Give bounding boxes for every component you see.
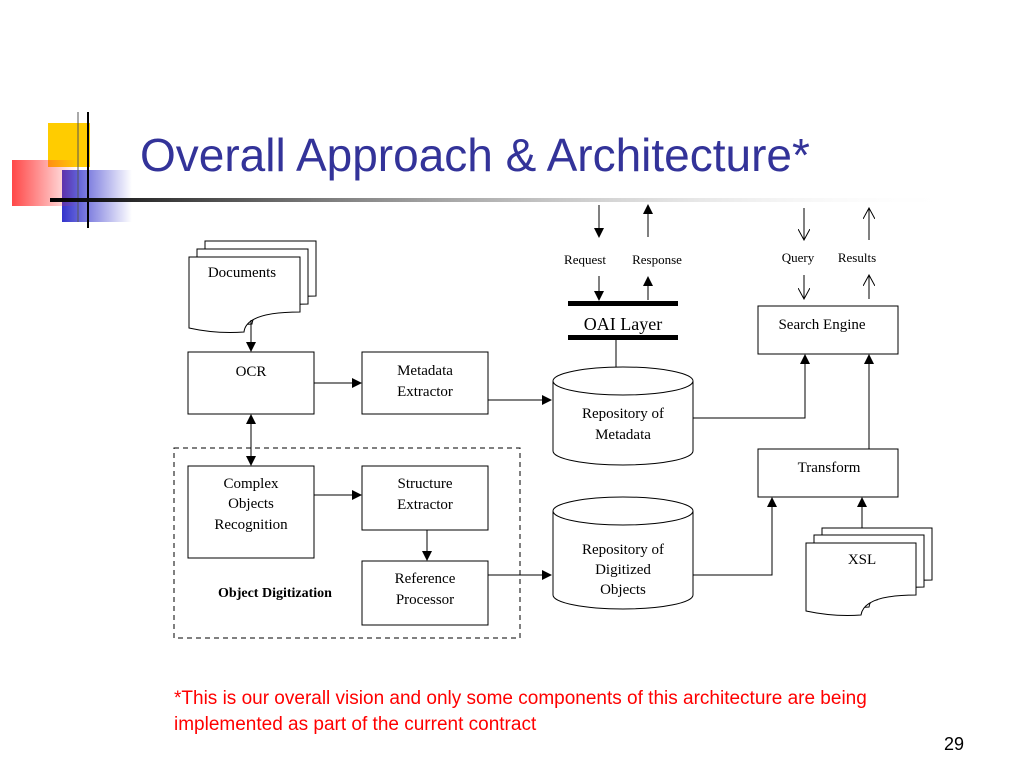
search-engine-node: Search Engine	[757, 305, 899, 355]
ocr-label: OCR	[236, 364, 267, 380]
oai-layer-node: OAI Layer	[568, 301, 678, 340]
slide-decoration	[12, 112, 960, 228]
arrow-repository-search	[693, 354, 810, 419]
repository-digitized-line2: Digitized	[595, 562, 651, 578]
results-label: Results	[838, 250, 876, 265]
response-label: Response	[632, 252, 682, 267]
repository-metadata-line1: Repository of	[582, 406, 664, 422]
xsl-label: XSL	[848, 552, 876, 568]
arrow-digitized-transform	[693, 497, 777, 576]
repository-digitized-line3: Objects	[600, 582, 646, 598]
repository-metadata-line2: Metadata	[595, 427, 651, 443]
documents-label: Documents	[208, 265, 276, 281]
complex-objects-node: Complex Objects Recognition	[187, 465, 315, 559]
ocr-node: OCR	[187, 351, 315, 415]
repository-digitized-node: Repository of Digitized Objects	[552, 496, 694, 610]
complex-objects-line3: Recognition	[214, 517, 288, 533]
metadata-extractor-node: Metadata Extractor	[361, 351, 489, 415]
complex-objects-line2: Objects	[228, 496, 274, 512]
repository-digitized-line1: Repository of	[582, 542, 664, 558]
reference-processor-node: Reference Processor	[361, 560, 489, 626]
structure-extractor-node: Structure Extractor	[361, 465, 489, 531]
metadata-extractor-line1: Metadata	[397, 363, 453, 379]
object-digitization-label: Object Digitization	[218, 586, 332, 601]
search-engine-label: Search Engine	[778, 317, 865, 333]
query-label: Query	[782, 250, 815, 265]
slide-title: Overall Approach & Architecture*	[140, 129, 810, 181]
reference-processor-line2: Processor	[396, 592, 454, 608]
reference-processor-line1: Reference	[395, 571, 456, 587]
transform-label: Transform	[798, 460, 861, 476]
connectors	[246, 204, 869, 580]
structure-extractor-line2: Extractor	[397, 497, 453, 513]
xsl-node: XSL	[805, 527, 933, 616]
request-label: Request	[564, 252, 606, 267]
page-number: 29	[943, 734, 964, 754]
metadata-extractor-line2: Extractor	[397, 384, 453, 400]
complex-objects-line1: Complex	[224, 476, 279, 492]
oai-layer-label: OAI Layer	[584, 314, 662, 334]
transform-node: Transform	[757, 448, 899, 498]
repository-metadata-node: Repository of Metadata	[552, 366, 694, 466]
documents-node: Documents	[188, 240, 317, 333]
object-digitization-group	[173, 447, 521, 639]
footnote: *This is our overall vision and only som…	[174, 688, 867, 735]
structure-extractor-line1: Structure	[398, 476, 453, 492]
